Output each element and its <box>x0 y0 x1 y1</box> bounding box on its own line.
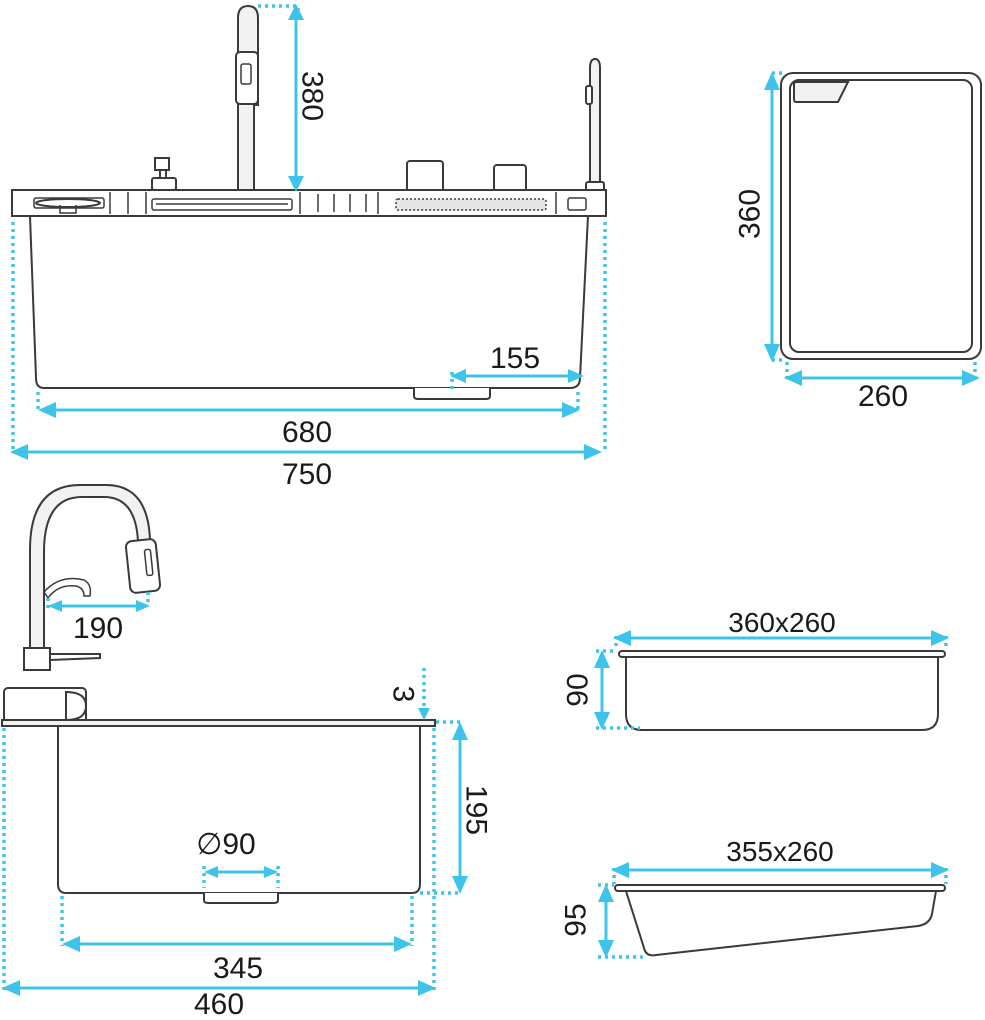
label-drain-diameter: ∅90 <box>196 828 256 861</box>
cutting-board <box>780 72 982 360</box>
sink-drain <box>413 388 491 400</box>
basket <box>618 650 946 731</box>
faucet-lever <box>43 577 92 600</box>
label-155: 155 <box>490 342 540 375</box>
cup-rinser-left <box>406 160 444 192</box>
label-3: 3 <box>387 686 420 703</box>
label-190: 190 <box>73 612 123 645</box>
label-195: 195 <box>460 785 493 835</box>
label-680: 680 <box>282 416 332 449</box>
cutting-board-handle <box>793 81 850 103</box>
sink-side-view <box>1 484 436 904</box>
label-380: 380 <box>296 71 329 121</box>
side-drain <box>203 893 279 904</box>
label-basket-size: 360x260 <box>728 607 835 638</box>
label-750: 750 <box>282 458 332 491</box>
label-90: 90 <box>562 673 595 706</box>
cup-rinser-right <box>493 164 527 192</box>
dimension-lines <box>2 4 980 996</box>
label-360: 360 <box>734 189 767 239</box>
tray <box>614 884 946 957</box>
spray-faucet-handle <box>585 85 593 105</box>
label-460: 460 <box>194 988 244 1020</box>
dimension-labels: 380 155 680 750 360 260 190 3 195 ∅90 34… <box>73 71 908 1020</box>
soap-dispenser <box>151 157 177 191</box>
faucet-buttons <box>240 63 252 85</box>
sink-front-view <box>11 4 607 400</box>
drain-grille <box>395 198 547 211</box>
label-tray-size: 355x260 <box>726 836 833 867</box>
label-95: 95 <box>560 903 593 936</box>
pull-out-spray-head <box>124 538 162 594</box>
label-345: 345 <box>213 952 263 985</box>
sink-bowl <box>28 215 590 389</box>
side-bowl <box>57 725 421 894</box>
label-260: 260 <box>858 380 908 413</box>
spray-faucet <box>589 57 601 191</box>
faucet-head <box>235 51 259 105</box>
